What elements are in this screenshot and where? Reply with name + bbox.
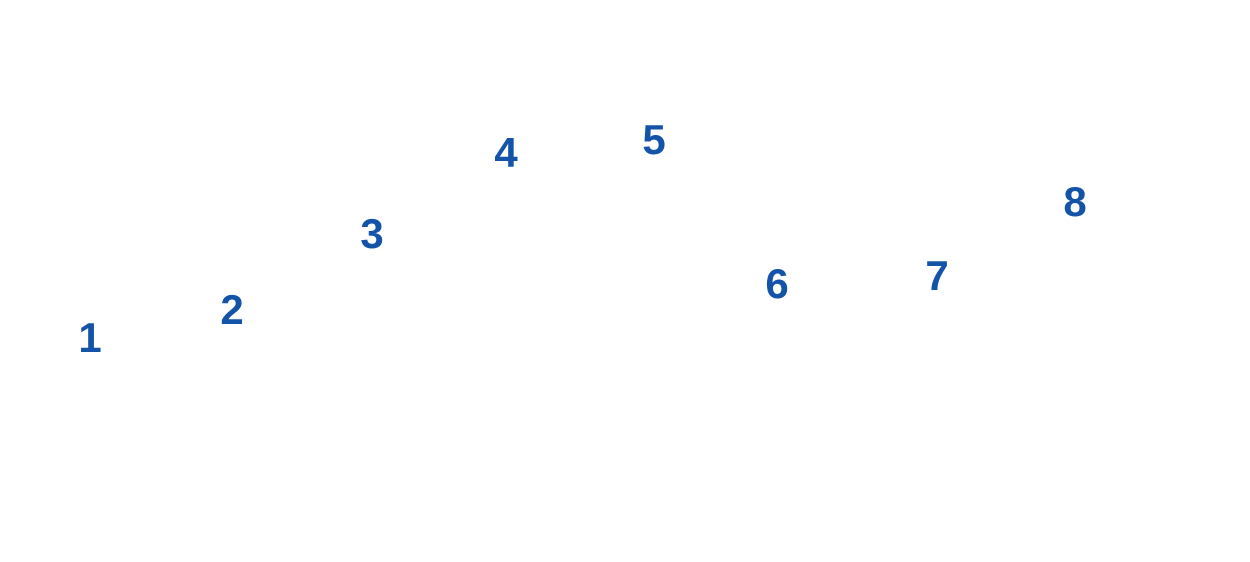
marker-label-5: 5	[642, 116, 666, 163]
marker-label-4: 4	[494, 129, 518, 176]
marker-label-1: 1	[78, 314, 102, 361]
marker-label-6: 6	[765, 260, 789, 307]
marker-label-2: 2	[220, 286, 244, 333]
marker-label-3: 3	[360, 210, 384, 257]
marker-label-7: 7	[925, 252, 949, 299]
marker-label-8: 8	[1063, 178, 1087, 225]
